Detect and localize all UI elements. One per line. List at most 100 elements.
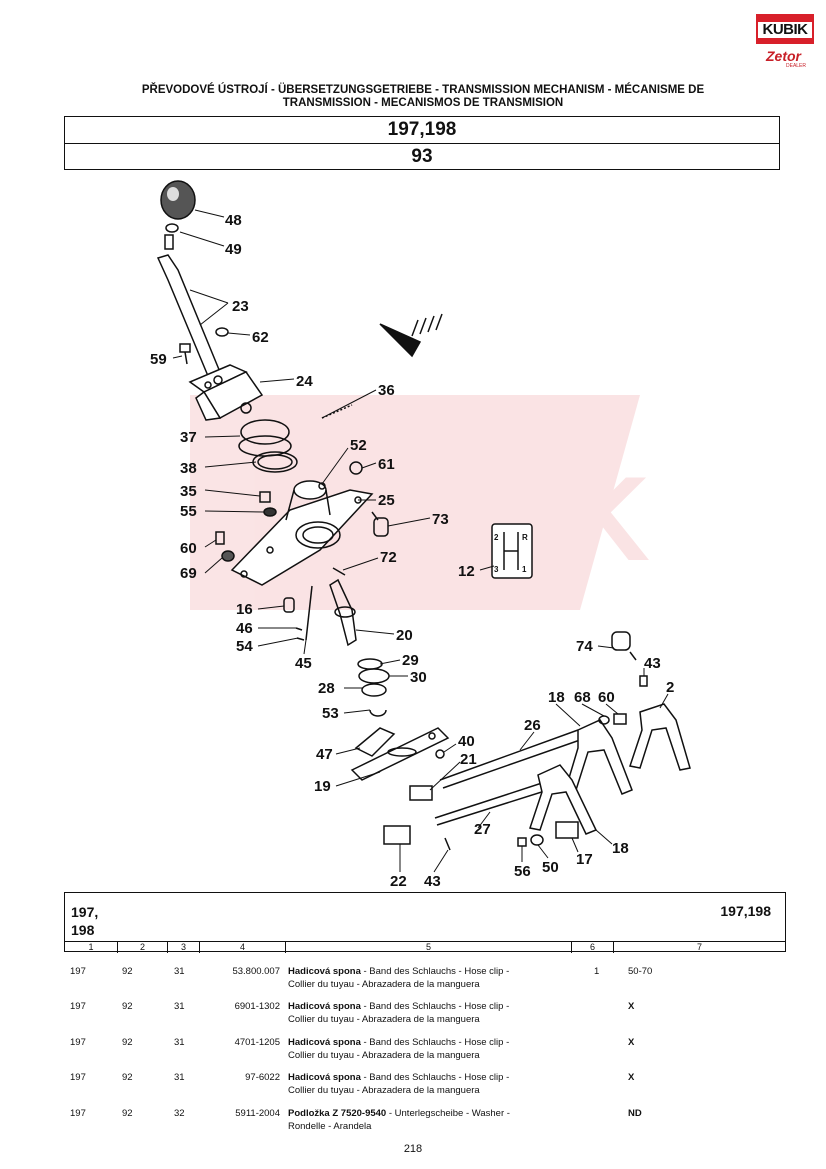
cell-name: Hadicová spona - Band des Schlauchs - Ho…: [288, 1036, 568, 1062]
name-rest: - Band des Schlauchs - Hose clip -: [361, 1037, 509, 1048]
callout: 22: [390, 873, 407, 890]
callout: 72: [380, 549, 397, 566]
callout: 49: [225, 241, 242, 258]
parts-table-header: 197, 198 197,198 1 2 3 4 5 6 7: [64, 892, 786, 952]
cell-qty: 1: [594, 965, 599, 978]
callout: 37: [180, 429, 197, 446]
kubik-zetor-logo: KUBIK Zetor DEALER: [756, 14, 814, 70]
callout: 53: [322, 705, 339, 722]
table-row: 197 92 31 97-6022 Hadicová spona - Band …: [64, 1071, 786, 1105]
name-rest: - Band des Schlauchs - Hose clip -: [361, 1072, 509, 1083]
callout: 43: [644, 655, 661, 672]
callout: 74: [576, 638, 593, 655]
callout: 61: [378, 456, 395, 473]
callout: 46: [236, 620, 253, 637]
col-number: 7: [613, 942, 785, 953]
cell-group: 92: [122, 1107, 133, 1120]
callout: 54: [236, 638, 253, 655]
cell-model: 197: [70, 1107, 86, 1120]
callout: 24: [296, 373, 313, 390]
callout: 55: [180, 503, 197, 520]
callout: 36: [378, 382, 395, 399]
name-bold: Podložka Z 7520-9540: [288, 1108, 386, 1119]
cell-pos: 32: [174, 1107, 185, 1120]
callout: 52: [350, 437, 367, 454]
header-group: 93: [65, 144, 779, 170]
callout: 19: [314, 778, 331, 795]
col-number: 1: [65, 942, 117, 953]
col-number: 3: [167, 942, 199, 953]
column-numbers: 1 2 3 4 5 6 7: [65, 941, 785, 953]
name-bold: Hadicová spona: [288, 1001, 361, 1012]
callout: 40: [458, 733, 475, 750]
name-line-2: Collier du tuyau - Abrazadera de la mang…: [288, 979, 480, 990]
table-model-line-1: 197,: [71, 903, 98, 921]
cell-part-no: 53.800.007: [198, 965, 280, 978]
header-models: 197,198: [65, 117, 779, 144]
cell-pos: 31: [174, 965, 185, 978]
cell-part-no: 5911-2004: [198, 1107, 280, 1120]
cell-part-no: 6901-1302: [198, 1000, 280, 1013]
gear-label-2: 2: [494, 533, 499, 542]
callout: 60: [598, 689, 615, 706]
callout: 12: [458, 563, 475, 580]
table-row: 197 92 31 6901-1302 Hadicová spona - Ban…: [64, 1000, 786, 1034]
callout: 73: [432, 511, 449, 528]
cell-model: 197: [70, 1036, 86, 1049]
cell-name: Hadicová spona - Band des Schlauchs - Ho…: [288, 1071, 568, 1097]
callout: 16: [236, 601, 253, 618]
table-row: 197 92 32 5911-2004 Podložka Z 7520-9540…: [64, 1107, 786, 1141]
cell-part-no: 97-6022: [198, 1071, 280, 1084]
callout: 62: [252, 329, 269, 346]
cell-group: 92: [122, 1000, 133, 1013]
exploded-diagram: KUBÍK: [0, 175, 826, 895]
cell-group: 92: [122, 1071, 133, 1084]
page-title: PŘEVODOVÉ ÚSTROJÍ - ÜBERSETZUNGSGETRIEBE…: [90, 84, 756, 110]
callout: 28: [318, 680, 335, 697]
title-line-1: PŘEVODOVÉ ÚSTROJÍ - ÜBERSETZUNGSGETRIEBE…: [90, 84, 756, 97]
logo-partner-note: DEALER: [786, 63, 806, 69]
callout: 56: [514, 863, 531, 880]
page-number: 218: [0, 1143, 826, 1155]
cell-model: 197: [70, 1000, 86, 1013]
logo-brand: KUBIK: [758, 22, 812, 38]
callout: 27: [474, 821, 491, 838]
cell-group: 92: [122, 965, 133, 978]
callout: 69: [180, 565, 197, 582]
name-line-2: Rondelle - Arandela: [288, 1121, 371, 1132]
callout: 48: [225, 212, 242, 229]
table-models-left: 197, 198: [71, 903, 98, 939]
callout: 68: [574, 689, 591, 706]
callout: 43: [424, 873, 441, 890]
callout: 2: [666, 679, 674, 696]
col-number: 2: [117, 942, 167, 953]
gear-label-r: R: [522, 533, 528, 542]
callout: 17: [576, 851, 593, 868]
name-line-2: Collier du tuyau - Abrazadera de la mang…: [288, 1014, 480, 1025]
name-rest: - Band des Schlauchs - Hose clip -: [361, 966, 509, 977]
name-line-2: Collier du tuyau - Abrazadera de la mang…: [288, 1050, 480, 1061]
callout: 20: [396, 627, 413, 644]
callout: 25: [378, 492, 395, 509]
cell-note: 50-70: [628, 965, 652, 978]
name-line-2: Collier du tuyau - Abrazadera de la mang…: [288, 1085, 480, 1096]
col-number: 4: [199, 942, 285, 953]
callout: 23: [232, 298, 249, 315]
callout: 47: [316, 746, 333, 763]
logo-partner: Zetor: [766, 48, 801, 64]
name-rest: - Band des Schlauchs - Hose clip -: [361, 1001, 509, 1012]
cell-note: ND: [628, 1107, 642, 1120]
cell-note: X: [628, 1071, 634, 1084]
table-model-line-2: 198: [71, 921, 98, 939]
callout: 50: [542, 859, 559, 876]
callout: 21: [460, 751, 477, 768]
cell-model: 197: [70, 1071, 86, 1084]
name-bold: Hadicová spona: [288, 966, 361, 977]
col-number: 6: [571, 942, 613, 953]
cell-note: X: [628, 1000, 634, 1013]
callout: 29: [402, 652, 419, 669]
callout: 35: [180, 483, 197, 500]
cell-pos: 31: [174, 1000, 185, 1013]
name-bold: Hadicová spona: [288, 1037, 361, 1048]
cell-note: X: [628, 1036, 634, 1049]
